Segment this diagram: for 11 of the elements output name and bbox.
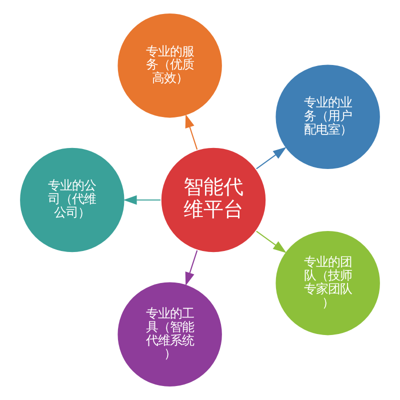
arrow	[256, 147, 286, 170]
node-circle: 智能代维平台	[160, 146, 267, 254]
arrow	[185, 250, 198, 286]
node-circle: 专业的业务（用户配电室）	[274, 64, 382, 170]
node-circle: 专业的公司（代维公司）	[18, 146, 126, 254]
node-circle: 专业的服务（优质高效）	[116, 12, 224, 119]
node-circle: 专业的团队（技师专家团队）	[274, 230, 382, 336]
arrow	[185, 114, 198, 150]
arrow	[256, 230, 286, 253]
arrow	[123, 195, 160, 205]
node-circle: 专业的工具（智能代维系统）	[116, 281, 224, 388]
